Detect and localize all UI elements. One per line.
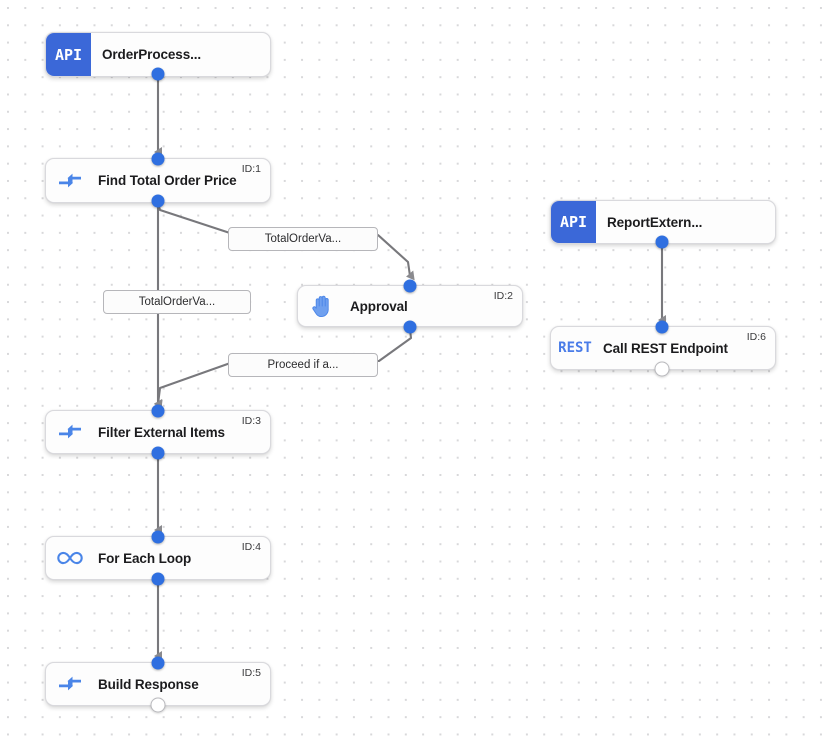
node-id-label: ID:5 xyxy=(241,667,261,679)
port-output-report-external[interactable] xyxy=(655,235,669,249)
port-output-for-each-loop[interactable] xyxy=(151,572,165,586)
node-report-external[interactable]: API ReportExtern... xyxy=(550,200,776,244)
port-output-call-rest-endpoint[interactable] xyxy=(654,361,670,377)
api-badge-icon: API xyxy=(46,33,91,76)
port-input-find-total-order-price[interactable] xyxy=(151,152,165,166)
hand-icon xyxy=(298,295,346,318)
port-input-filter-external-items[interactable] xyxy=(151,404,165,418)
edge-label-total-order-value-2[interactable]: TotalOrderVa... xyxy=(103,290,251,314)
node-order-process[interactable]: API OrderProcess... xyxy=(45,32,271,77)
port-output-order-process[interactable] xyxy=(151,67,165,81)
port-output-find-total-order-price[interactable] xyxy=(151,194,165,208)
port-input-for-each-loop[interactable] xyxy=(151,530,165,544)
port-input-call-rest-endpoint[interactable] xyxy=(655,320,669,334)
edge-label-proceed-if-approved[interactable]: Proceed if a... xyxy=(228,353,378,377)
node-title: ReportExtern... xyxy=(607,214,703,230)
port-input-build-response[interactable] xyxy=(151,656,165,670)
node-title: OrderProcess... xyxy=(102,47,202,62)
merge-arrows-icon xyxy=(46,423,94,441)
merge-arrows-icon xyxy=(46,172,94,190)
infinity-icon xyxy=(46,550,94,566)
node-title: Call REST Endpoint xyxy=(603,340,728,356)
node-id-label: ID:2 xyxy=(493,290,513,302)
edge-label-total-order-value-1[interactable]: TotalOrderVa... xyxy=(228,227,378,251)
node-id-label: ID:6 xyxy=(746,331,766,343)
node-title: Find Total Order Price xyxy=(98,173,237,188)
rest-badge-icon: REST xyxy=(558,340,592,356)
port-output-build-response[interactable] xyxy=(150,697,166,713)
merge-arrows-icon xyxy=(46,675,94,693)
api-badge-icon: API xyxy=(551,201,596,243)
node-title: Approval xyxy=(350,298,408,314)
node-id-label: ID:3 xyxy=(241,415,261,427)
port-output-filter-external-items[interactable] xyxy=(151,446,165,460)
node-title: Filter External Items xyxy=(98,424,225,440)
port-input-approval[interactable] xyxy=(403,279,417,293)
port-output-approval[interactable] xyxy=(403,320,417,334)
node-title: Build Response xyxy=(98,676,199,692)
node-id-label: ID:4 xyxy=(241,541,261,553)
node-id-label: ID:1 xyxy=(241,163,261,175)
node-title: For Each Loop xyxy=(98,550,192,566)
